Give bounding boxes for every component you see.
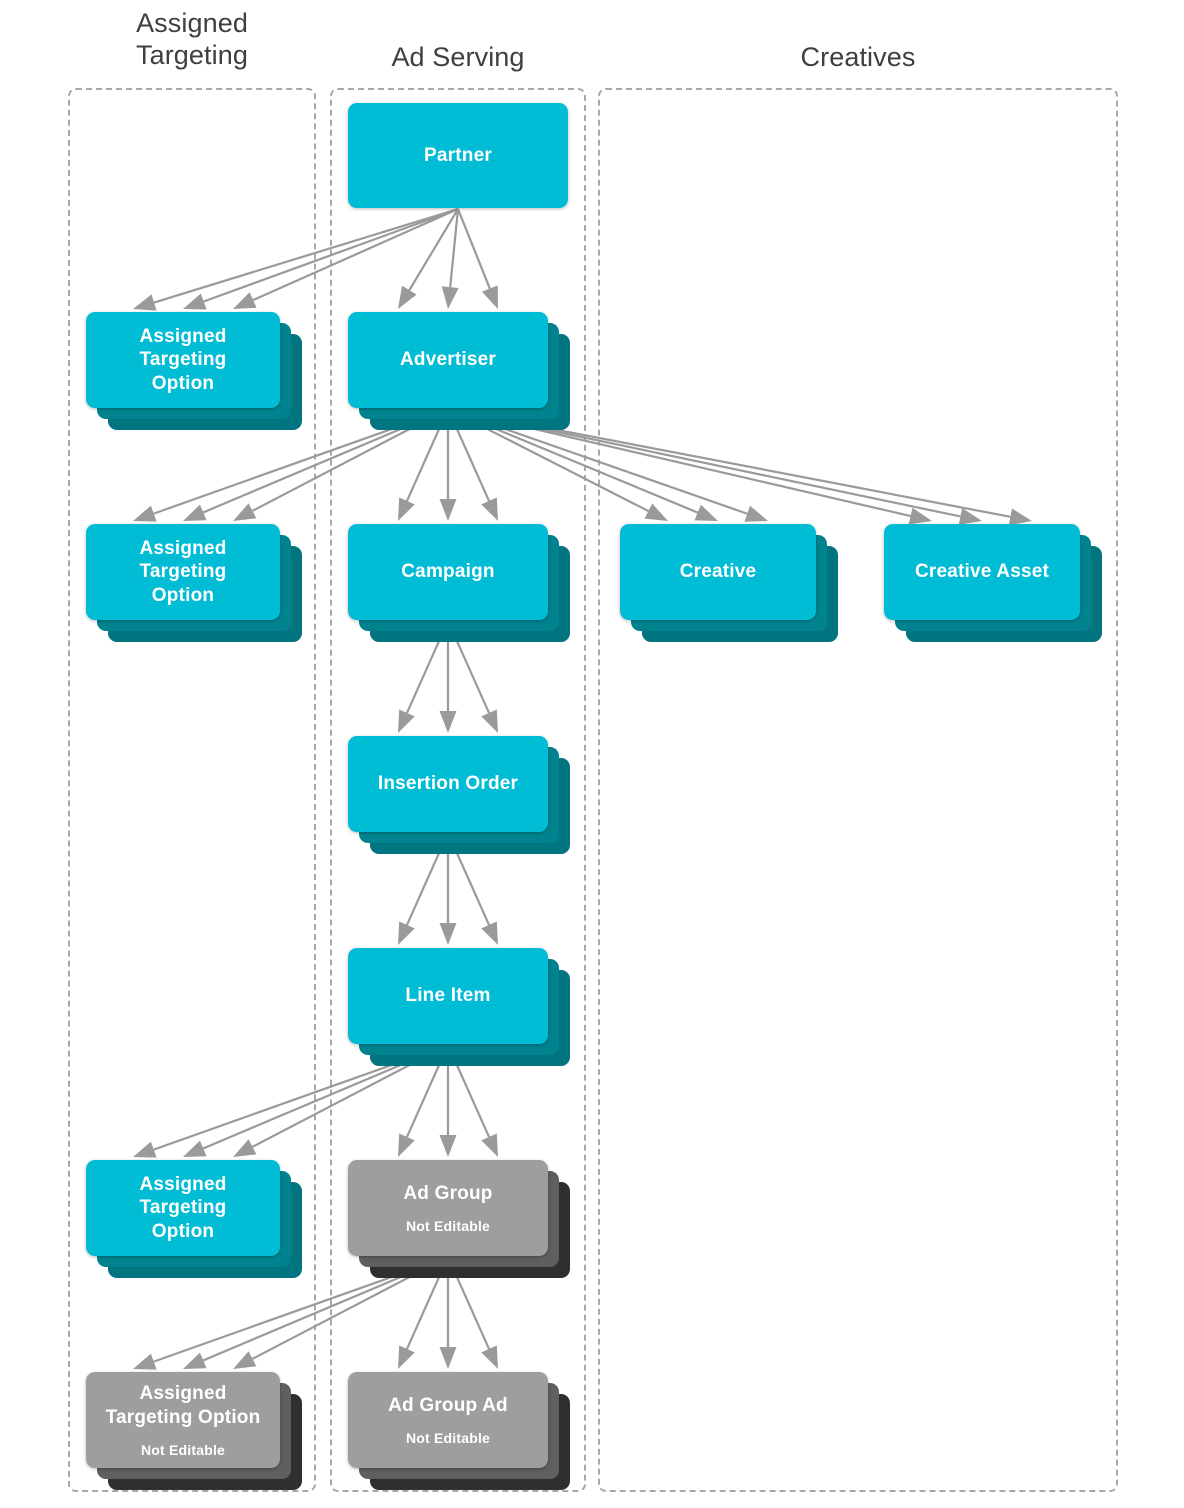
node-label: Campaign [401,561,495,583]
node-label: Ad Group Ad [388,1394,508,1416]
node-label: Advertiser [400,349,496,371]
node-label: Assigned Targeting Option [139,325,227,394]
node-ad-group-ad[interactable]: Ad Group Ad Not Editable [348,1372,570,1490]
node-assigned-targeting-option-line-item[interactable]: Assigned Targeting Option [86,1160,302,1278]
node-partner[interactable]: Partner [348,103,568,208]
node-face[interactable]: Campaign [348,524,548,620]
node-face[interactable]: Advertiser [348,312,548,408]
node-face[interactable]: Assigned Targeting Option [86,1160,280,1256]
node-face[interactable]: Line Item [348,948,548,1044]
node-label: Creative Asset [914,561,1050,583]
node-label: Line Item [405,985,491,1007]
node-label: Insertion Order [377,773,519,795]
column-frame-ad-serving [330,88,586,1492]
column-frame-assigned-targeting [68,88,316,1492]
node-label: Partner [424,144,492,166]
node-advertiser[interactable]: Advertiser [348,312,570,430]
node-label: Assigned Targeting Option [139,1173,227,1242]
node-label: Creative [679,561,757,583]
column-frame-creatives [598,88,1118,1492]
node-sublabel: Not Editable [405,1218,491,1235]
node-campaign[interactable]: Campaign [348,524,570,642]
node-label: Assigned Targeting Option [105,1382,261,1428]
node-face[interactable]: Creative [620,524,816,620]
node-face[interactable]: Creative Asset [884,524,1080,620]
node-sublabel: Not Editable [140,1442,226,1459]
node-line-item[interactable]: Line Item [348,948,570,1066]
node-label: Assigned Targeting Option [139,537,227,606]
node-face[interactable]: Partner [348,103,568,208]
node-label: Ad Group [403,1182,493,1204]
node-insertion-order[interactable]: Insertion Order [348,736,570,854]
node-face[interactable]: Assigned Targeting Option [86,524,280,620]
column-header-assigned-targeting: Assigned Targeting [136,8,248,70]
node-face[interactable]: Assigned Targeting Option [86,312,280,408]
column-header-creatives: Creatives [800,42,916,72]
node-face[interactable]: Insertion Order [348,736,548,832]
node-sublabel: Not Editable [405,1430,491,1447]
column-header-ad-serving: Ad Serving [391,42,525,72]
node-creative-asset[interactable]: Creative Asset [884,524,1102,642]
node-creative[interactable]: Creative [620,524,838,642]
node-assigned-targeting-option-advertiser[interactable]: Assigned Targeting Option [86,524,302,642]
node-face[interactable]: Ad Group Ad Not Editable [348,1372,548,1468]
node-assigned-targeting-option-partner[interactable]: Assigned Targeting Option [86,312,302,430]
